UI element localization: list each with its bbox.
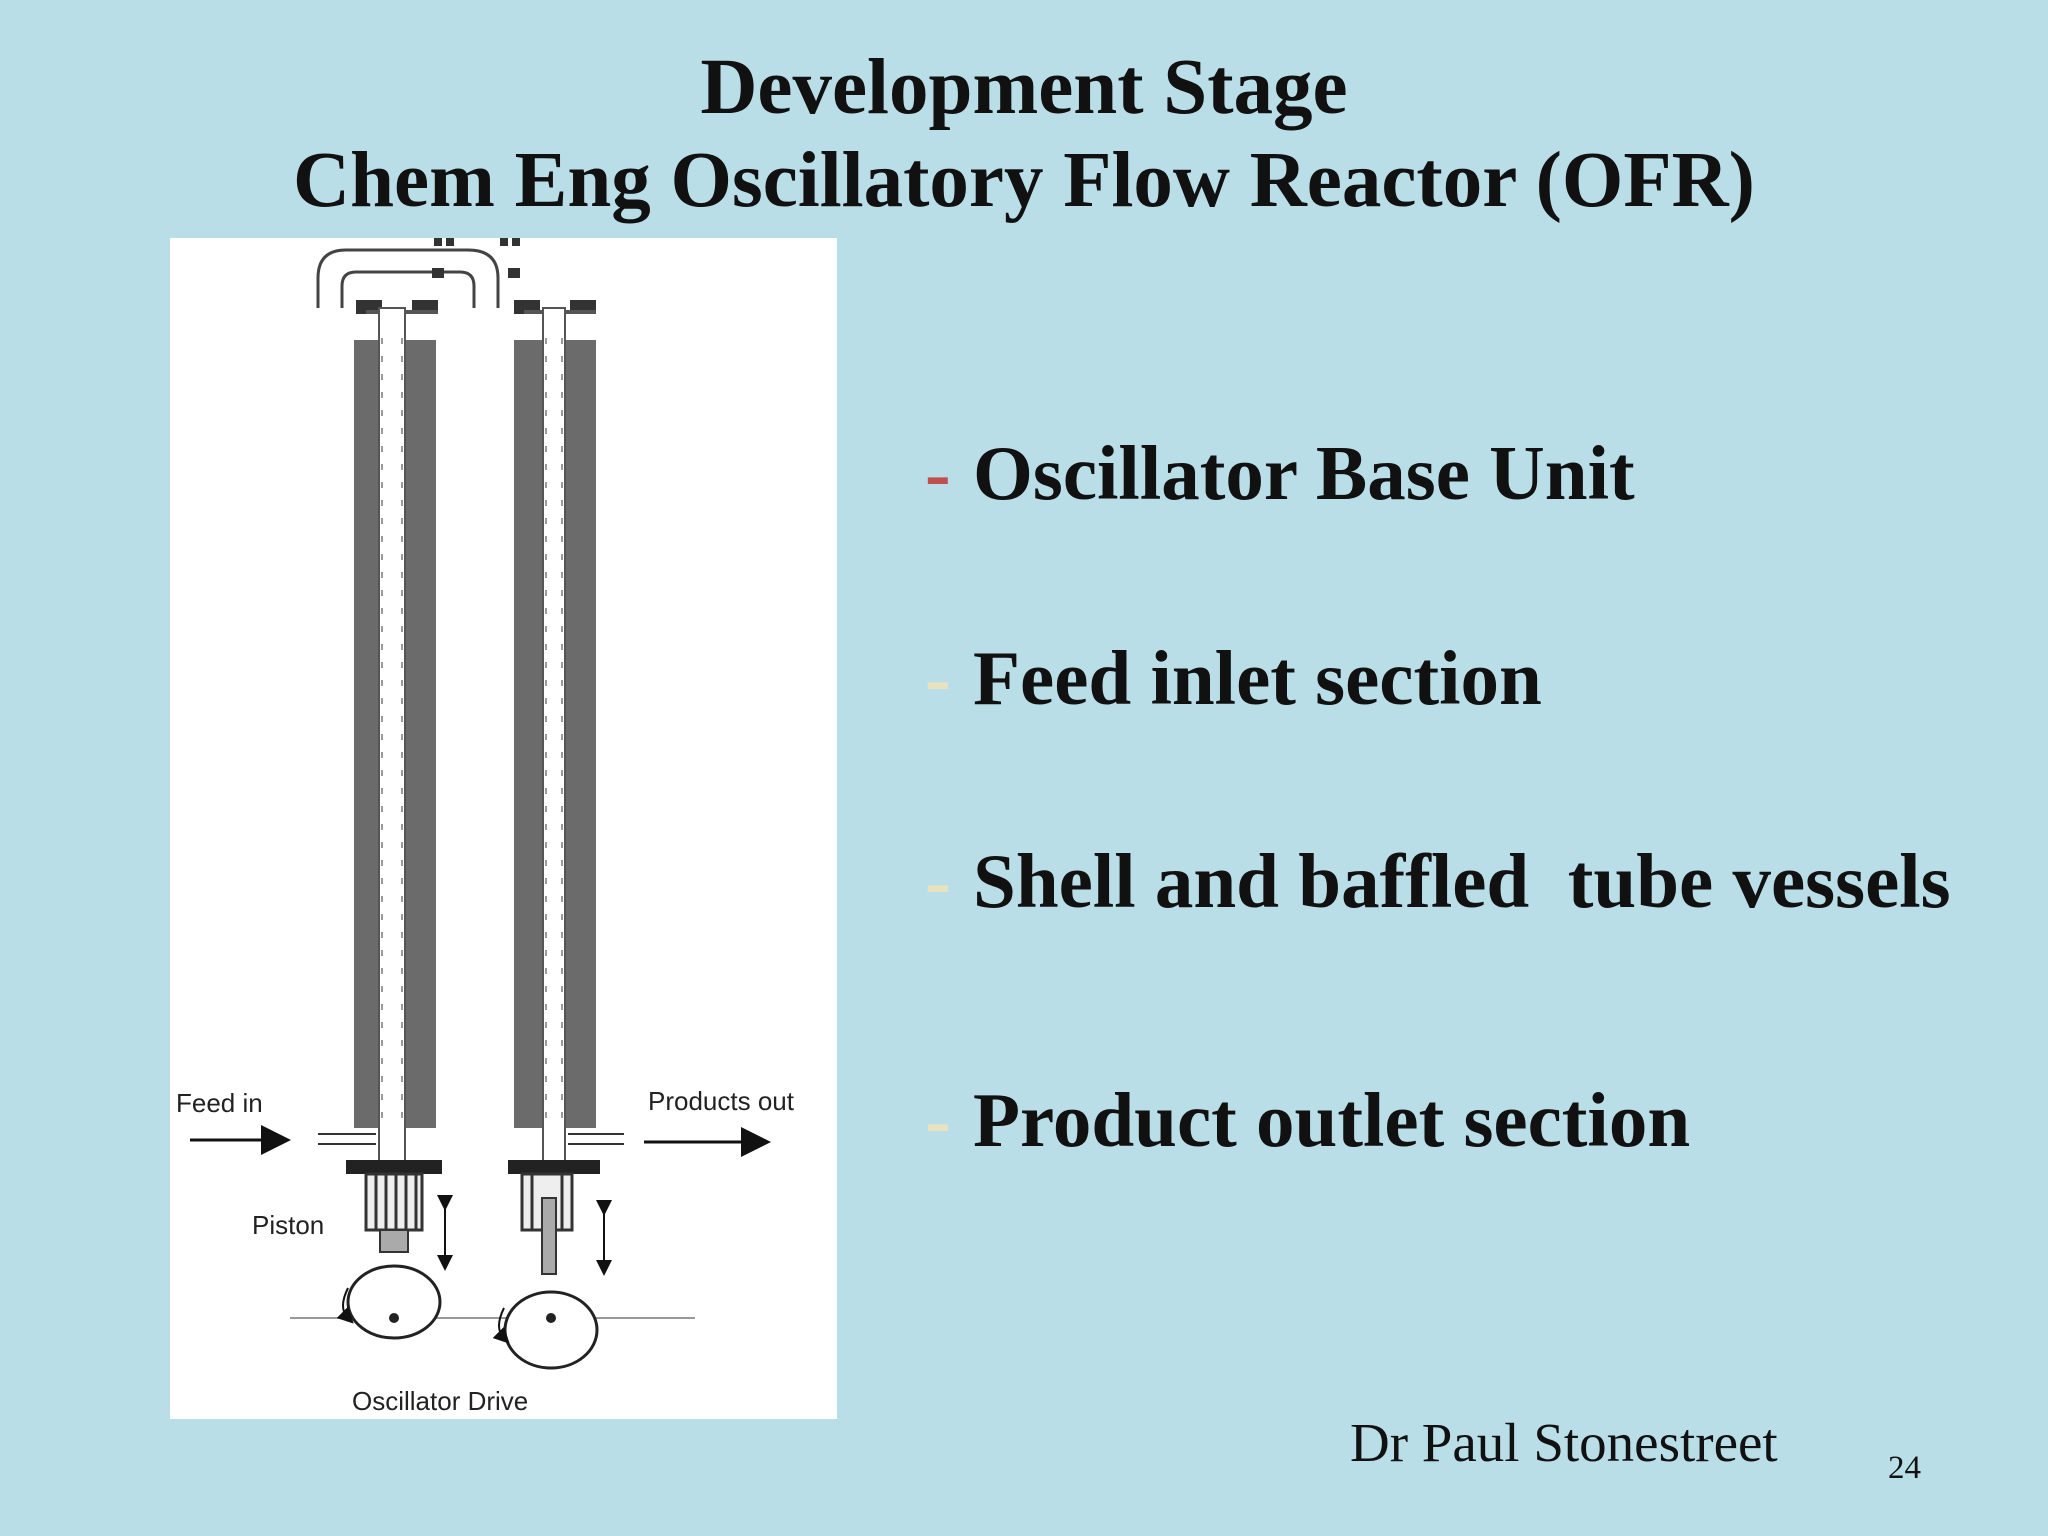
bullet-item: -Shell and baffled tube vessels <box>925 836 1951 926</box>
left-shell-inner <box>406 340 436 1128</box>
slide-title: Development Stage <box>700 44 1348 131</box>
bullet-text: Feed inlet section <box>973 635 1542 721</box>
bullet-item: -Oscillator Base Unit <box>925 428 1635 518</box>
bullet-text: Shell and baffled tube vessels <box>973 838 1951 924</box>
bullet-dash: - <box>925 635 951 721</box>
oscillator-drive-label: Oscillator Drive <box>352 1386 529 1416</box>
page-number: 24 <box>1888 1450 1921 1486</box>
bullet-dash: - <box>925 1077 951 1163</box>
u-bend-outer <box>316 248 500 308</box>
bullet-item: -Product outlet section <box>925 1075 1690 1165</box>
bullet-text: Oscillator Base Unit <box>973 430 1635 516</box>
right-drive-wheel <box>503 1290 599 1370</box>
slide-subtitle: Chem Eng Oscillatory Flow Reactor (OFR) <box>293 137 1755 224</box>
ofr-diagram: Feed in Products out Piston Oscillator D… <box>170 238 837 1419</box>
author-name: Dr Paul Stonestreet <box>1350 1412 1778 1473</box>
right-shell-outer <box>514 340 542 1128</box>
right-shell-inner <box>566 340 596 1128</box>
piston-label: Piston <box>252 1210 325 1240</box>
bullet-item: -Feed inlet section <box>925 633 1542 723</box>
left-shell-outer <box>354 340 378 1128</box>
bullet-dash: - <box>925 430 951 516</box>
left-drive-wheel <box>346 1264 442 1340</box>
bullet-dash: - <box>925 838 951 924</box>
feed-in-label: Feed in <box>176 1088 263 1118</box>
ofr-schematic <box>190 238 771 1370</box>
products-out-label: Products out <box>648 1086 794 1116</box>
u-bend-inner <box>340 270 476 308</box>
left-piston <box>364 1172 424 1232</box>
bullet-text: Product outlet section <box>973 1077 1691 1163</box>
